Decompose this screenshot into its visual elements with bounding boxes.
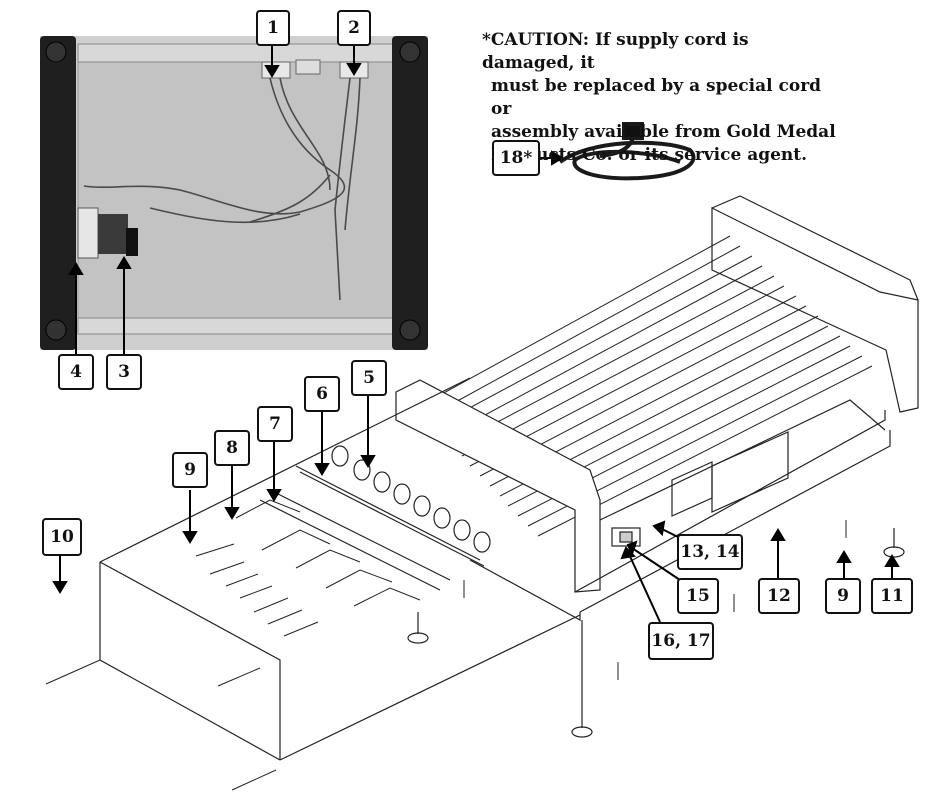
callout-12: 12 xyxy=(758,578,800,614)
caution-line-2: must be replaced by a special cord or xyxy=(491,76,822,119)
callout-7: 7 xyxy=(257,406,293,442)
callout-4: 4 xyxy=(58,354,94,390)
callout-16-17: 16, 17 xyxy=(648,622,714,660)
callout-11: 11 xyxy=(871,578,913,614)
leader-lines xyxy=(52,46,900,623)
callout-9-left: 9 xyxy=(172,452,208,488)
callout-9-right: 9 xyxy=(825,578,861,614)
callout-18: 18* xyxy=(492,140,540,176)
callout-8: 8 xyxy=(214,430,250,466)
callout-1: 1 xyxy=(256,10,290,46)
callout-5: 5 xyxy=(351,360,387,396)
underside-photo xyxy=(40,36,428,350)
callout-2: 2 xyxy=(337,10,371,46)
callout-3: 3 xyxy=(106,354,142,390)
callout-13-14: 13, 14 xyxy=(677,534,743,570)
caution-line-1: *CAUTION: If supply cord is damaged, it xyxy=(482,30,749,73)
caution-line-3: assembly available from Gold Medal xyxy=(491,122,836,142)
roller-grill-drawing xyxy=(45,195,919,791)
power-cord xyxy=(558,122,696,181)
callout-15: 15 xyxy=(677,578,719,614)
caution-line-4: Products Co. or its service agent. xyxy=(491,145,808,165)
callout-10: 10 xyxy=(42,518,82,556)
callout-6: 6 xyxy=(304,376,340,412)
caution-note: *CAUTION: If supply cord is damaged, it … xyxy=(482,29,842,167)
